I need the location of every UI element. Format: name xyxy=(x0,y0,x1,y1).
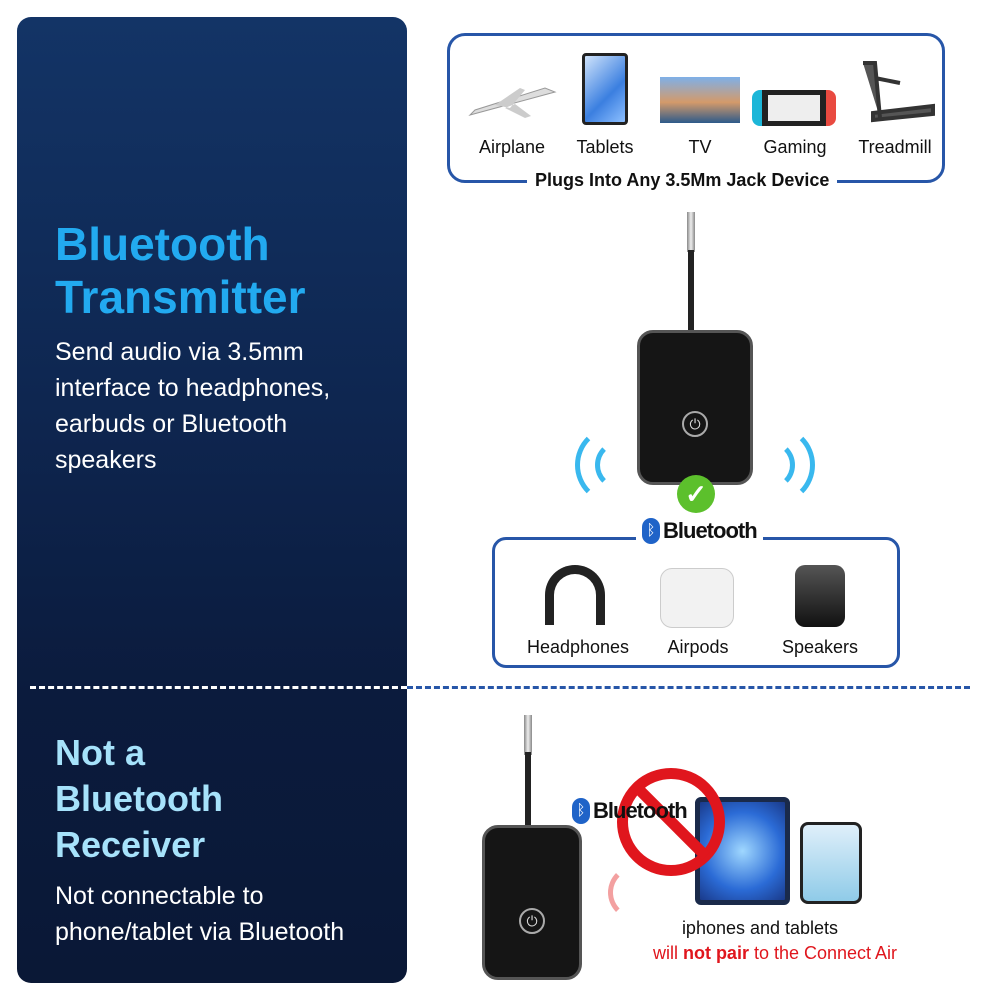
source-label-treadmill: Treadmill xyxy=(858,137,932,157)
cable xyxy=(525,752,531,832)
signal-wave-red-icon xyxy=(608,865,663,920)
power-icon: ⏻ xyxy=(519,908,545,934)
source-label-tv: TV xyxy=(688,137,712,157)
bluetooth-icon: ᛒ xyxy=(572,798,590,824)
audio-jack xyxy=(524,715,532,755)
speaker-icon xyxy=(795,565,845,627)
switch-icon xyxy=(752,90,836,126)
sub-description-line: phone/tablet via Bluetooth xyxy=(55,918,345,946)
airplane-icon xyxy=(465,80,560,118)
divider-left xyxy=(30,686,407,689)
target-label-speakers: Speakers xyxy=(781,637,859,657)
source-caption: Plugs Into Any 3.5Mm Jack Device xyxy=(527,170,838,191)
power-icon: ⏻ xyxy=(682,411,708,437)
bluetooth-badge-bottom: ᛒ Bluetooth xyxy=(572,798,688,824)
subtitle-line: Bluetooth xyxy=(55,778,223,819)
title-line-1: Bluetooth xyxy=(55,218,270,270)
transmitter-device: ⏻ xyxy=(637,330,753,485)
target-label-airpods: Airpods xyxy=(667,637,729,657)
left-panel xyxy=(17,17,407,983)
line2-suffix: to the Connect Air xyxy=(748,943,898,963)
tablet-icon xyxy=(582,53,628,125)
signal-wave-left-icon xyxy=(575,425,655,505)
sub-description: Not connectable to phone/tablet via Blue… xyxy=(55,878,344,950)
description-line: Send audio via 3.5mm xyxy=(55,338,304,366)
airpods-icon xyxy=(660,568,734,628)
treadmill-icon xyxy=(855,58,935,124)
prohibited-icon xyxy=(617,768,725,876)
cable xyxy=(688,250,694,340)
source-label-tablets: Tablets xyxy=(576,137,634,157)
subtitle-line: Receiver xyxy=(55,824,206,865)
bluetooth-icon: ᛒ xyxy=(642,518,660,544)
bluetooth-badge: ᛒ Bluetooth xyxy=(636,518,763,544)
iphone-icon xyxy=(800,822,862,904)
source-label-gaming: Gaming xyxy=(763,137,827,157)
bluetooth-label: Bluetooth xyxy=(593,798,688,823)
signal-wave-right-icon xyxy=(735,425,815,505)
tv-icon xyxy=(660,77,740,123)
transmitter-device: ⏻ xyxy=(482,825,582,980)
signal-wave-left-icon xyxy=(595,440,645,490)
check-icon: ✓ xyxy=(677,475,715,513)
target-label-headphones: Headphones xyxy=(526,637,630,657)
line2-prefix: will xyxy=(652,943,683,963)
description-line: earbuds or Bluetooth xyxy=(55,410,288,438)
description-line: speakers xyxy=(55,446,157,474)
audio-jack xyxy=(687,212,695,252)
line2-bold: not pair xyxy=(682,943,749,963)
headphones-icon xyxy=(545,565,605,625)
source-label-airplane: Airplane xyxy=(478,137,546,157)
bluetooth-label: Bluetooth xyxy=(663,518,758,543)
signal-wave-right-icon xyxy=(745,440,795,490)
subtitle: Not a Bluetooth Receiver xyxy=(55,730,223,868)
title-line-2: Transmitter xyxy=(55,271,306,323)
bottom-line-1: iphones and tablets xyxy=(681,918,839,938)
bottom-line-2: will not pair to the Connect Air xyxy=(620,943,930,964)
divider-right xyxy=(407,686,970,689)
description: Send audio via 3.5mm interface to headph… xyxy=(55,334,330,478)
sub-description-line: Not connectable to xyxy=(55,882,264,910)
subtitle-line: Not a xyxy=(55,732,145,773)
description-line: interface to headphones, xyxy=(55,374,331,402)
